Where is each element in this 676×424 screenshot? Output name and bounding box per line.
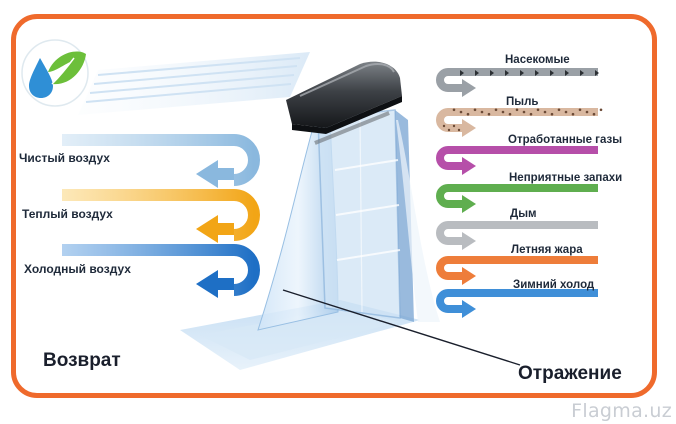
reflection-pointer [282, 289, 521, 366]
water-drop-leaf-icon [21, 39, 89, 107]
flow-label-dust: Пыль [506, 96, 539, 108]
left-flow-arrow [62, 244, 260, 298]
flow-label-bad-odors: Неприятные запахи [509, 172, 623, 184]
flow-label-winter-cold: Зимний холод [513, 279, 595, 291]
air-streaks [78, 52, 310, 115]
reflection-stream [396, 120, 440, 322]
right-flow-arrow [436, 289, 598, 318]
flow-label-clean-air: Чистый воздух [19, 151, 110, 165]
right-flow-arrow [436, 68, 599, 97]
return-label: Возврат [43, 350, 121, 371]
reflection-label: Отражение [518, 363, 622, 384]
flow-label-exhaust-gases: Отработанные газы [508, 134, 623, 146]
left-flow-arrows [62, 134, 260, 298]
right-flow-arrow [436, 184, 598, 213]
door-glass [317, 109, 414, 322]
flow-label-smoke: Дым [510, 208, 537, 220]
flow-label-summer-heat: Летняя жара [511, 244, 583, 256]
right-flow-arrow [436, 221, 598, 250]
right-flow-arrows [436, 68, 603, 318]
right-flow-arrow [436, 256, 598, 285]
left-flow-arrow [62, 134, 260, 188]
air-curtain-unit [286, 61, 402, 145]
left-flow-arrow [62, 189, 260, 243]
flow-label-insects: Насекомые [505, 54, 570, 66]
watermark: Flagma.uz [571, 400, 672, 422]
right-flow-arrow [436, 108, 603, 137]
flow-label-warm-air: Теплый воздух [22, 207, 113, 221]
flow-label-cold-air: Холодный воздух [24, 262, 131, 276]
right-flow-arrow [436, 146, 598, 175]
